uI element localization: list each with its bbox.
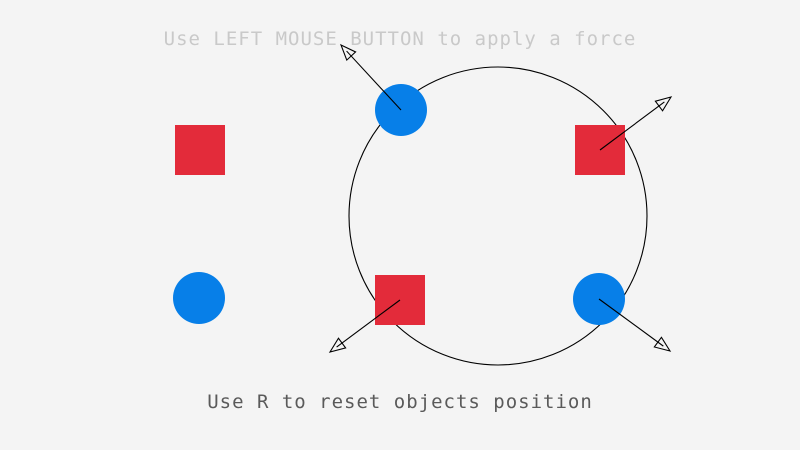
- physics-bodies: [173, 84, 625, 325]
- arrow-head-icon: [339, 43, 357, 62]
- force-arrows: [328, 43, 673, 353]
- arrow-head-icon: [654, 96, 673, 112]
- body-circle-free-left[interactable]: [173, 272, 225, 324]
- force-arrow-circle-top-on-ring: [339, 43, 402, 111]
- force-arrow-circle-bottom-right-on-ring: [598, 298, 672, 352]
- arrow-head-icon: [653, 336, 672, 352]
- hint-text-reset-objects: Use R to reset objects position: [207, 391, 593, 413]
- hint-text-apply-force: Use LEFT MOUSE BUTTON to apply a force: [163, 28, 637, 50]
- body-square-free-left[interactable]: [175, 125, 225, 175]
- force-arrow-square-bottom-on-ring: [328, 299, 401, 353]
- constraint-circle: [348, 66, 648, 366]
- arrow-head-icon: [328, 337, 347, 353]
- force-arrow-square-right-on-ring: [599, 96, 673, 151]
